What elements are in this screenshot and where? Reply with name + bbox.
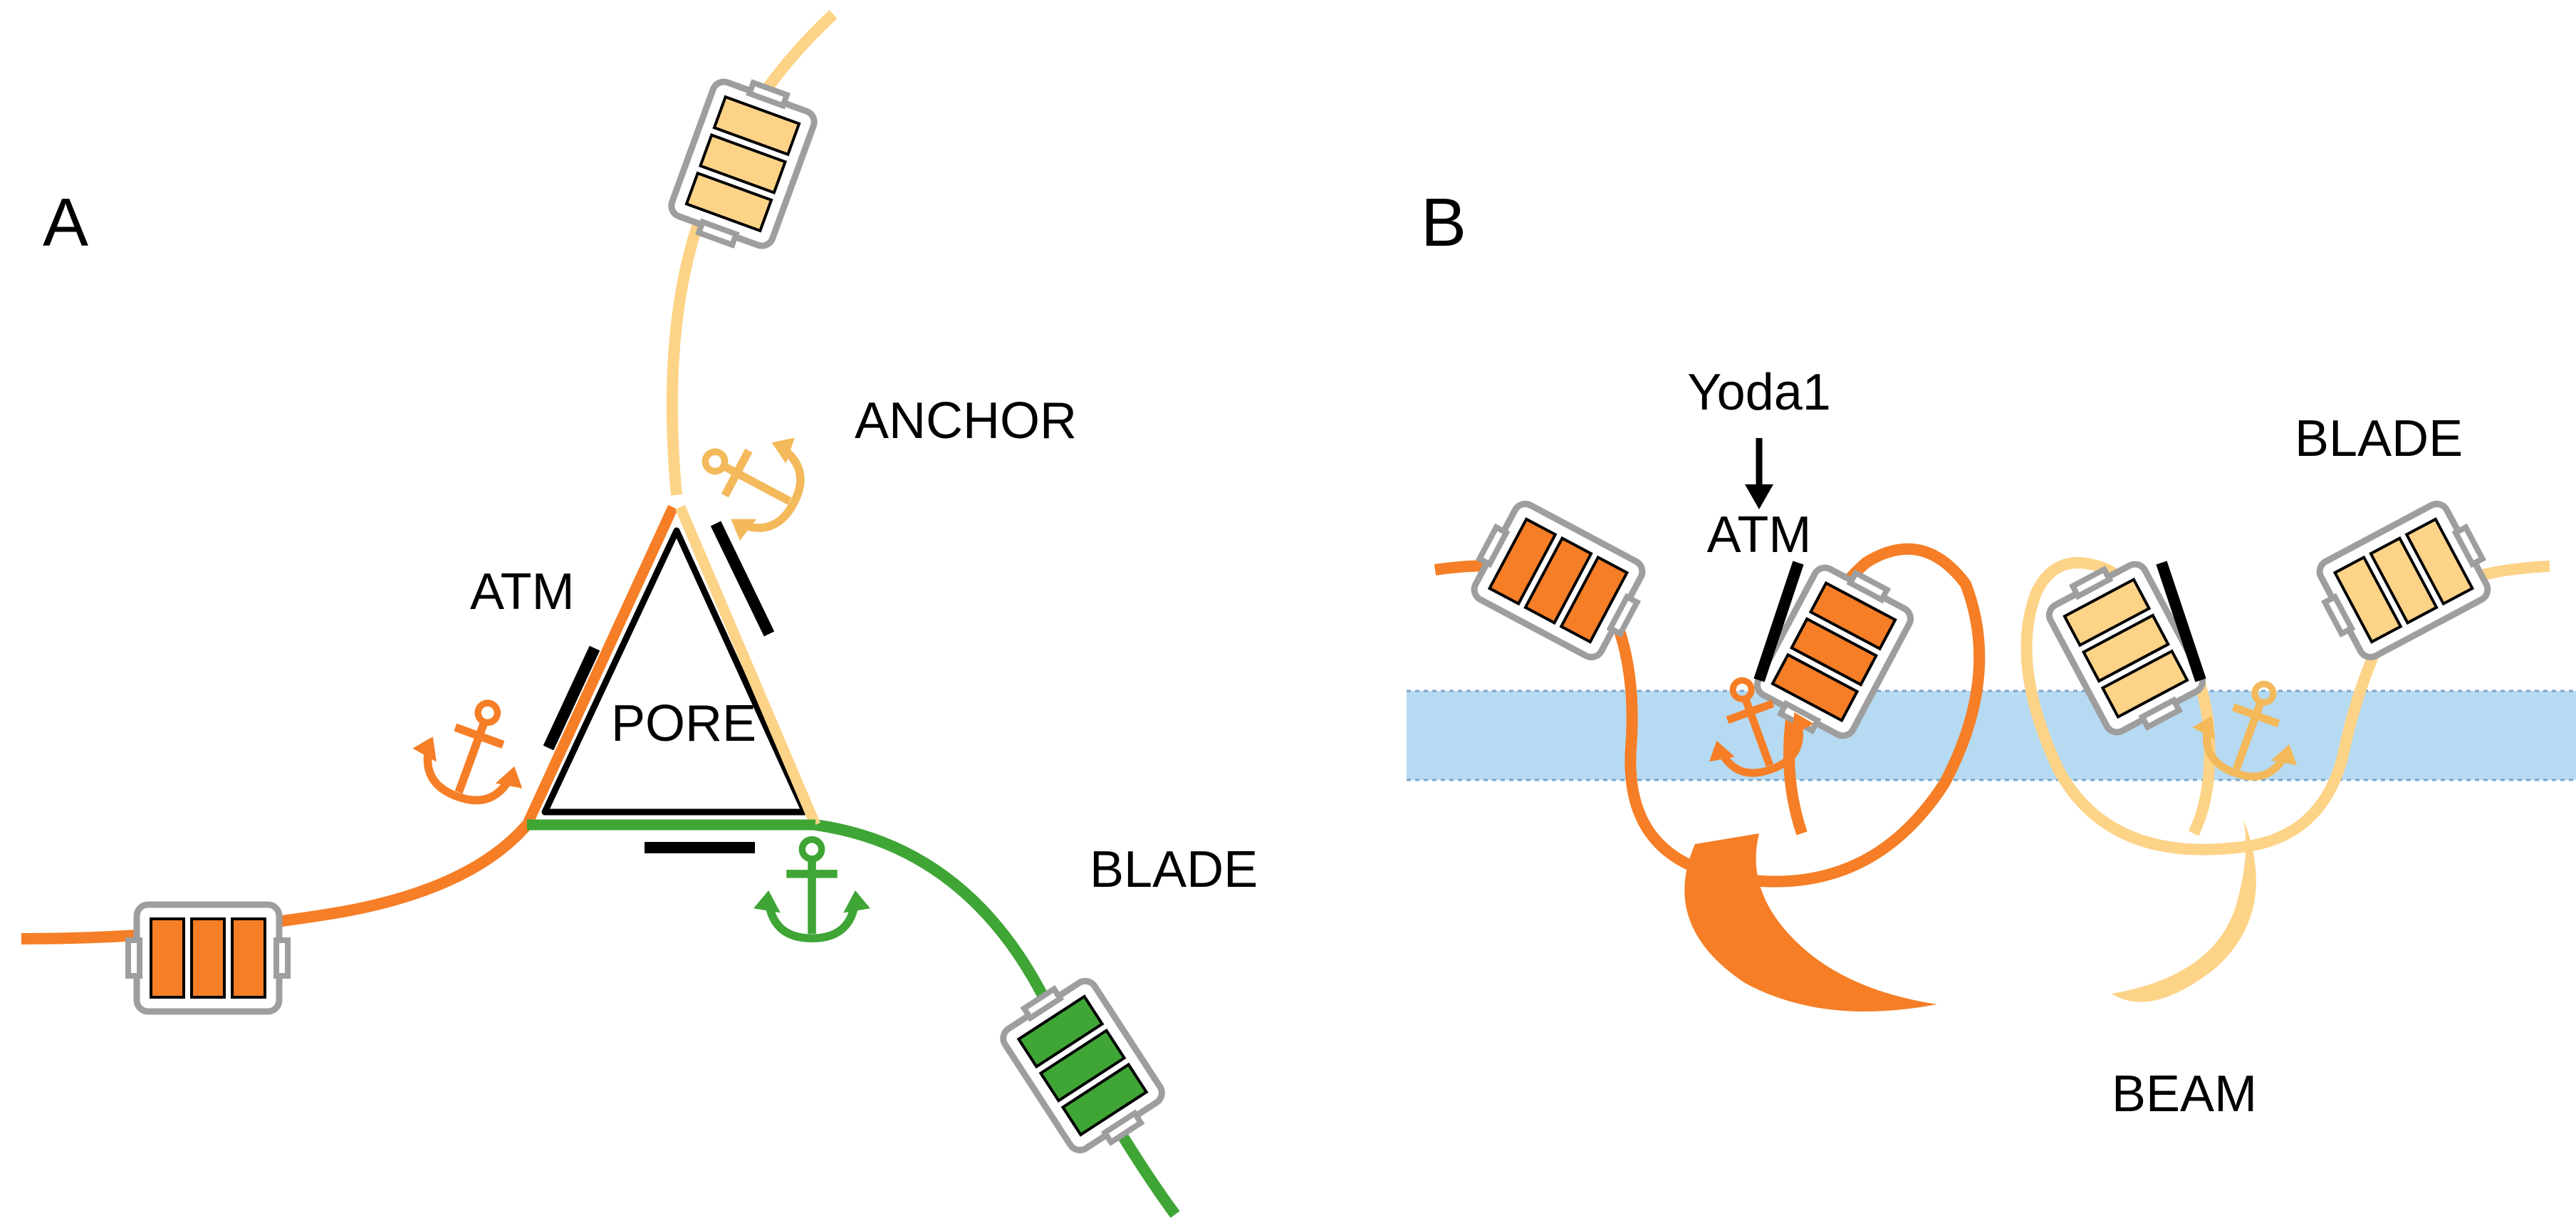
panel-b: B Yoda1 ATM BLADE BEAM (1407, 184, 2576, 1123)
blade-module-orange (128, 905, 288, 1011)
anchor-icon (402, 684, 546, 816)
orange-arm (21, 821, 532, 945)
atm-bar-light-orange-b (2156, 561, 2206, 682)
yoda1-label: Yoda1 (1687, 364, 1831, 421)
atm-bar-orange (543, 645, 600, 751)
pore-side-light-orange (675, 505, 820, 827)
blade-label-b: BLADE (2295, 410, 2463, 467)
blade-module-light-orange-b (2308, 496, 2499, 665)
down-arrow-icon (1745, 438, 1773, 509)
atm-bar-orange-b (1753, 561, 1804, 682)
atm-label-a: ATM (470, 563, 575, 620)
blade-module-light-orange (665, 71, 820, 257)
pore-side-orange (522, 504, 678, 828)
anchor-icon (679, 405, 821, 555)
anchor-label: ANCHOR (855, 392, 1077, 449)
pore-triangle (541, 527, 808, 816)
membrane (1407, 691, 2576, 780)
atm-bar-light-orange (710, 521, 775, 637)
pore-label: PORE (611, 695, 756, 752)
beam-light-orange (2112, 819, 2256, 1002)
beam-orange (1684, 833, 1937, 1011)
light-orange-arm (666, 10, 838, 496)
panel-b-label: B (1421, 184, 1466, 261)
anchor-icon (753, 840, 870, 939)
panel-a: A PORE ANCHOR ATM BLADE (21, 10, 1258, 1218)
beam-label: BEAM (2112, 1066, 2257, 1123)
blade-module-green (994, 969, 1171, 1162)
atm-label-b: ATM (1707, 506, 1812, 563)
blade-label-a: BLADE (1090, 841, 1258, 898)
panel-a-label: A (43, 184, 88, 261)
